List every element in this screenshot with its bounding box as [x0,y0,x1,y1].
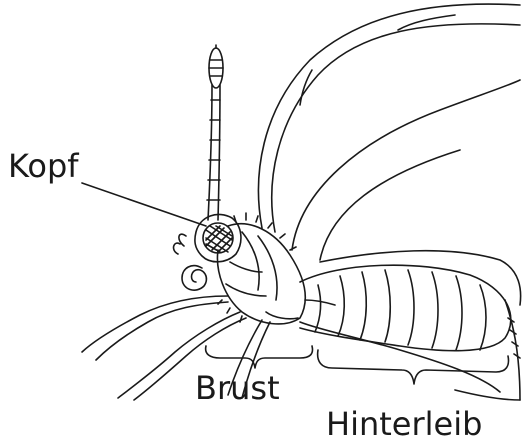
label-thorax: Brust [195,372,280,404]
proboscis [182,266,206,291]
antenna [207,45,223,220]
abdomen [300,265,511,351]
hindwing [320,251,521,400]
forewing [258,4,520,260]
kopf-leader-line [82,183,206,226]
head [174,214,241,261]
label-head: Kopf [8,150,79,182]
brust-brace [206,346,313,368]
label-abdomen: Hinterleib [326,408,482,440]
